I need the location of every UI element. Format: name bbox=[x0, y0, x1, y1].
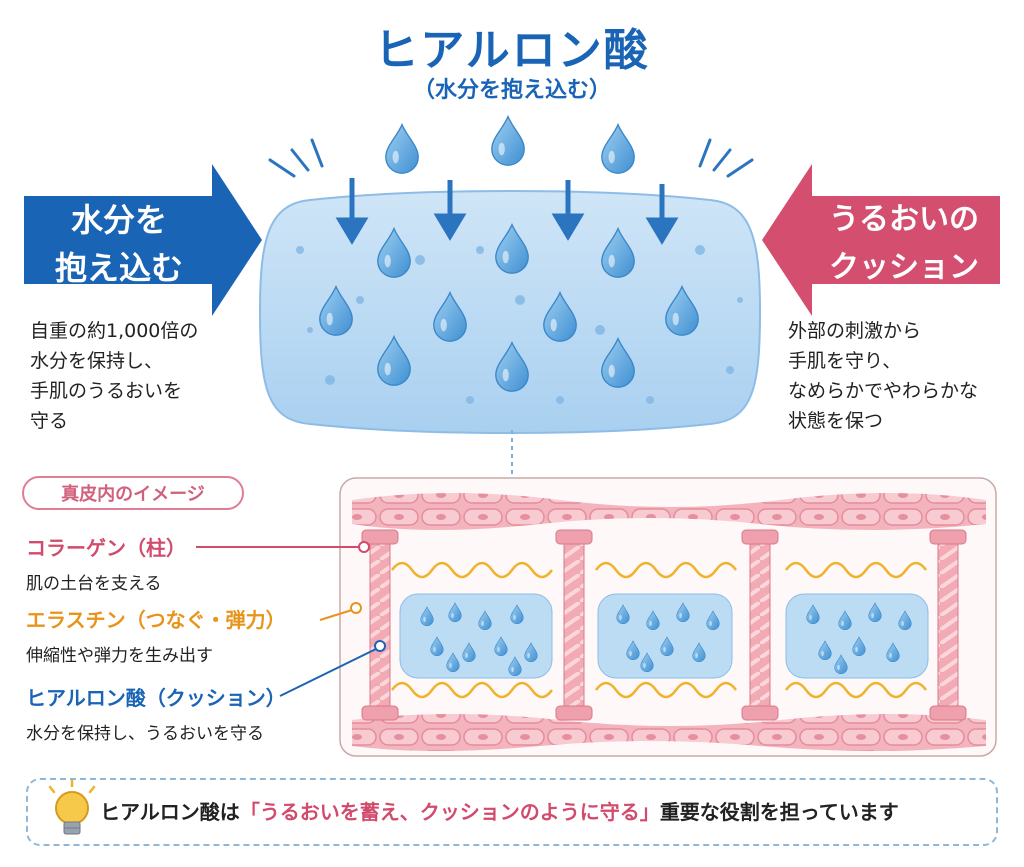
left-arrow-line2: 抱え込む bbox=[54, 249, 183, 287]
right-arrow-line2: クッション bbox=[829, 250, 979, 285]
right-arrow-label: うるおいの クッション bbox=[806, 196, 1002, 292]
page-title: ヒアルロン酸 bbox=[374, 25, 650, 76]
water-drop-icon bbox=[491, 115, 525, 166]
down-arrow-icon bbox=[335, 178, 679, 245]
footer-text: ヒアルロン酸は「うるおいを蓄え、クッションのように守る」重要な役割を担っています bbox=[100, 792, 980, 832]
collagen-label: コラーゲン（柱） 肌の土台を支える bbox=[26, 536, 186, 594]
right-arrow bbox=[762, 164, 1000, 316]
left-description: 自重の約1,000倍の 水分を保持し、 手肌のうるおいを 守る bbox=[30, 320, 199, 432]
lightbulb-icon bbox=[48, 778, 96, 835]
splash-lines bbox=[268, 138, 754, 178]
footer-box bbox=[26, 778, 998, 846]
footer-highlight: 「うるおいを蓄え、クッションのように守る」 bbox=[239, 800, 660, 824]
right-description: 外部の刺激から 手肌を守り、 なめらかでやわらかな 状態を保つ bbox=[788, 320, 979, 432]
dermis-image-badge: 真皮内のイメージ bbox=[22, 476, 244, 510]
footer-pre: ヒアルロン酸は bbox=[100, 800, 240, 824]
water-drop-icon bbox=[601, 123, 635, 174]
left-arrow bbox=[24, 164, 262, 316]
hyaluronic-label: ヒアルロン酸（クッション） 水分を保持し、うるおいを守る bbox=[26, 686, 286, 744]
page-subtitle: （水分を抱え込む） bbox=[412, 77, 611, 103]
left-arrow-line1: 水分を bbox=[70, 201, 167, 239]
elastin-label: エラスチン（つなぐ・弾力） 伸縮性や弾力を生み出す bbox=[26, 608, 286, 666]
water-drop-icon bbox=[385, 123, 419, 174]
footer-post: 重要な役割を担っています bbox=[659, 800, 899, 824]
right-arrow-line1: うるおいの bbox=[829, 202, 979, 237]
left-arrow-label: 水分を 抱え込む bbox=[24, 196, 214, 292]
dermis-cushions bbox=[399, 593, 929, 679]
collagen-columns bbox=[361, 529, 967, 721]
